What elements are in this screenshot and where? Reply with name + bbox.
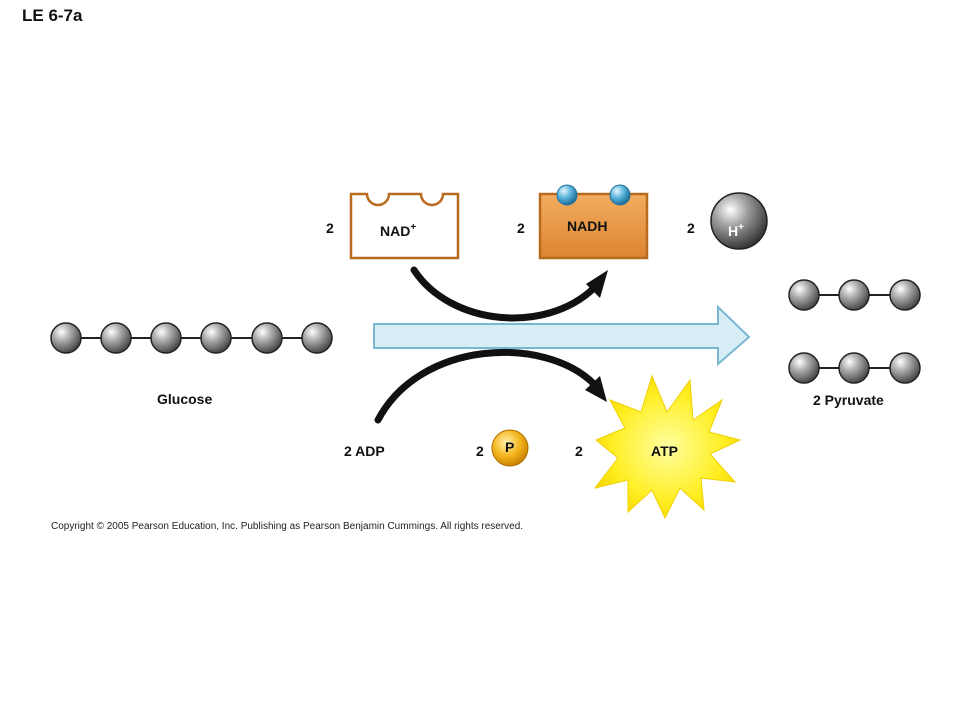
carbon-atom <box>50 322 82 354</box>
nad-label: NAD+ <box>380 222 416 239</box>
copyright-notice: Copyright © 2005 Pearson Education, Inc.… <box>51 521 524 532</box>
carbon-atom <box>889 352 921 384</box>
carbon-atom <box>838 279 870 311</box>
electron-icon <box>556 184 578 206</box>
atp-synthesis-arrow <box>374 348 598 424</box>
carbon-atom <box>301 322 333 354</box>
phosphate-ball <box>491 429 529 467</box>
carbon-atom <box>838 352 870 384</box>
pyruvate-label: 2 Pyruvate <box>813 392 884 408</box>
carbon-atom <box>200 322 232 354</box>
pyruvate-molecule <box>788 279 921 311</box>
electron-icon <box>609 184 631 206</box>
atp-burst <box>593 374 742 520</box>
carbon-atom <box>251 322 283 354</box>
phosphate-coefficient: 2 <box>476 443 484 459</box>
carbon-atom <box>788 352 820 384</box>
arrowhead-icon <box>585 376 607 402</box>
glucose-molecule <box>50 322 333 354</box>
reaction-arrow <box>373 304 751 367</box>
pyruvate-molecule <box>788 352 921 384</box>
atp-label: ATP <box>651 443 678 459</box>
carbon-atom <box>889 279 921 311</box>
proton-coefficient: 2 <box>687 220 695 236</box>
adp-label: 2 ADP <box>344 443 385 459</box>
carbon-atom <box>788 279 820 311</box>
proton-ball <box>710 192 768 250</box>
nadh-shape <box>538 192 649 260</box>
proton-label: H+ <box>728 222 744 239</box>
figure-label: LE 6-7a <box>22 6 83 25</box>
carbon-atom <box>100 322 132 354</box>
phosphate-label: P <box>505 439 514 455</box>
nadh-label: NADH <box>567 218 607 234</box>
carbon-atom <box>150 322 182 354</box>
arrowhead-icon <box>586 270 608 298</box>
glucose-label: Glucose <box>157 391 212 407</box>
nadh-coefficient: 2 <box>517 220 525 236</box>
nad-coefficient: 2 <box>326 220 334 236</box>
nad-reduction-arrow <box>410 266 598 322</box>
nad-shape <box>349 192 460 260</box>
atp-coefficient: 2 <box>575 443 583 459</box>
